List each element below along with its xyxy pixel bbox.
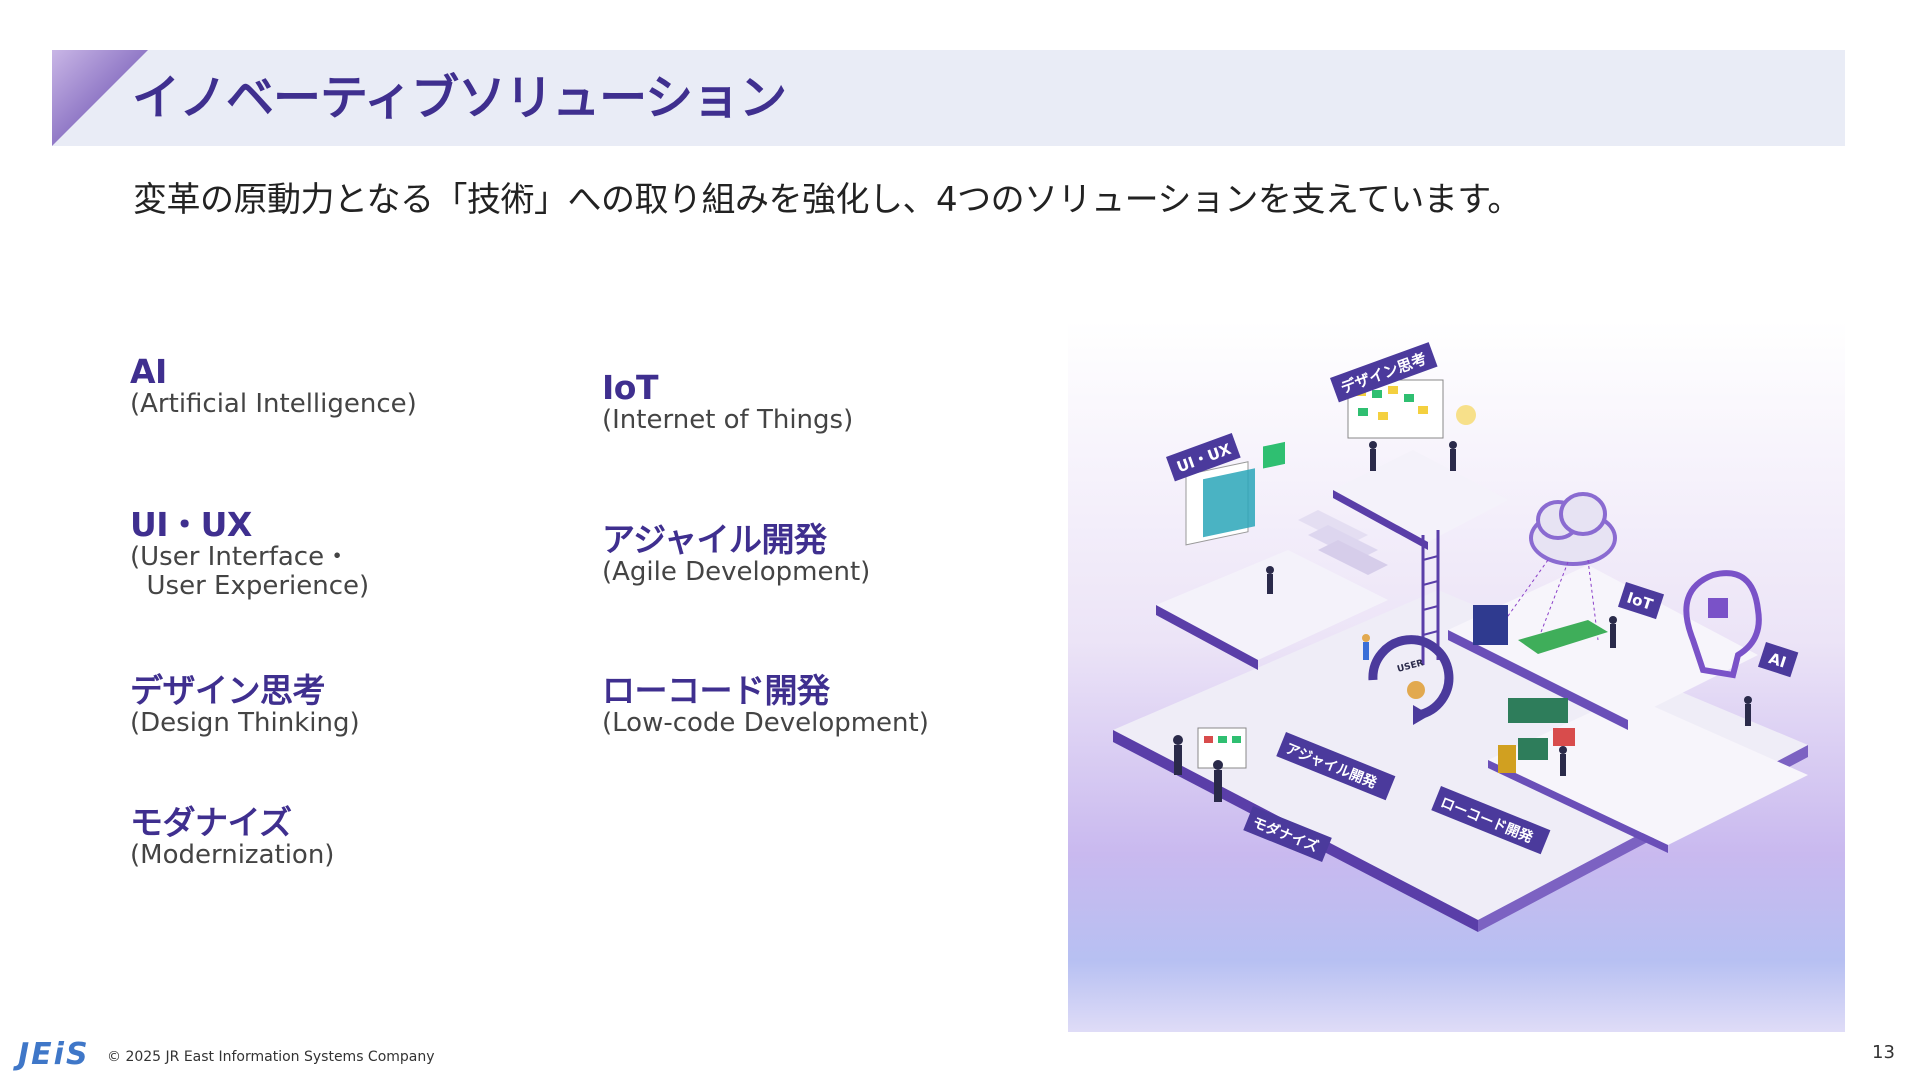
solution-name: AI	[130, 352, 167, 391]
solution-english: (User Interface・ User Experience)	[130, 542, 370, 601]
page-number: 13	[1872, 1042, 1895, 1063]
solution-modernization: モダナイズ (Modernization)	[130, 805, 334, 870]
solution-design-thinking: デザイン思考 (Design Thinking)	[130, 673, 360, 738]
solution-english: (Low-code Development)	[602, 708, 929, 738]
solution-english: (Internet of Things)	[602, 405, 854, 435]
solution-ai: AI (Artificial Intelligence)	[130, 354, 417, 419]
solution-english: (Design Thinking)	[130, 708, 360, 738]
solution-english: (Modernization)	[130, 840, 335, 870]
solution-low-code: ローコード開発 (Low-code Development)	[602, 673, 929, 738]
copyright: © 2025 JR East Information Systems Compa…	[107, 1049, 435, 1065]
sign-ai: AI	[1767, 649, 1789, 671]
solution-english: (Artificial Intelligence)	[130, 389, 417, 419]
solution-name: IoT	[602, 368, 658, 407]
company-logo: JEiS	[18, 1037, 90, 1072]
solution-name: UI・UX	[130, 505, 252, 544]
solution-iot: IoT (Internet of Things)	[602, 370, 853, 435]
solution-name: ローコード開発	[602, 671, 830, 710]
title-band	[52, 50, 1845, 146]
solution-english: (Agile Development)	[602, 557, 871, 587]
page-subtitle: 変革の原動力となる「技術」への取り組みを強化し、4つのソリューションを支えていま…	[133, 180, 1521, 220]
page-title: イノベーティブソリューション	[132, 70, 787, 126]
solution-ui-ux: UI・UX (User Interface・ User Experience)	[130, 507, 369, 601]
solution-name: アジャイル開発	[602, 520, 827, 559]
solution-name: デザイン思考	[130, 671, 325, 710]
isometric-illustration: デザイン思考 UI・UX IoT AI アジャイル開発 ローコード開発	[1068, 320, 1845, 1032]
solution-name: モダナイズ	[130, 803, 292, 842]
solution-agile: アジャイル開発 (Agile Development)	[602, 522, 870, 587]
title-accent-triangle	[52, 50, 148, 146]
